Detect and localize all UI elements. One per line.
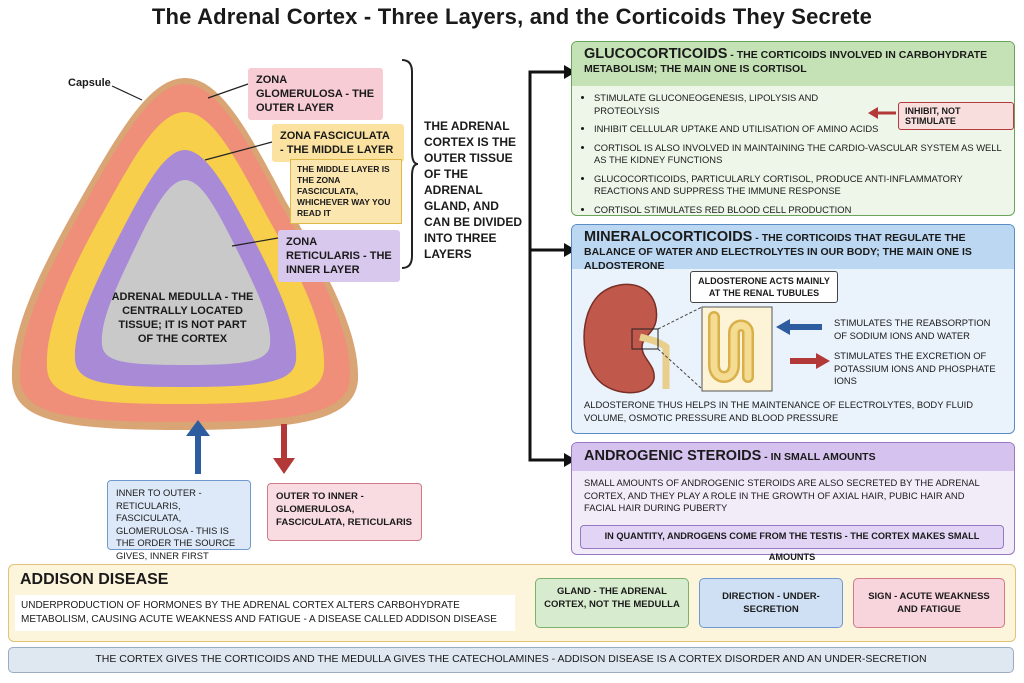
medulla-label: ADRENAL MEDULLA - THE CENTRALLY LOCATED … [111,291,254,345]
addison-panel: ADDISON DISEASE UNDERPRODUCTION OF HORMO… [8,564,1016,642]
tubule-label: ALDOSTERONE ACTS MAINLY AT THE RENAL TUB… [690,271,838,303]
addison-direction-card: DIRECTION - UNDER-SECRETION [699,578,843,628]
connector-arrows [528,65,576,467]
glucocorticoids-subheading: - THE CORTICOIDS INVOLVED IN CARBOHYDRAT… [584,49,988,75]
inhibit-arrow-icon [868,107,896,119]
list-item: STIMULATE GLUCONEOGENESIS, LIPOLYSIS AND… [594,92,884,117]
aldosterone-summary: ALDOSTERONE THUS HELPS IN THE MAINTENANC… [584,399,973,423]
androgenic-text: SMALL AMOUNTS OF ANDROGENIC STEROIDS ARE… [584,477,980,513]
cortex-description: THE ADRENAL CORTEX IS THE OUTER TISSUE O… [424,119,523,261]
mineralocorticoids-subheading: - THE CORTICOIDS THAT REGULATE THE BALAN… [584,232,972,272]
androgenic-subheading: - IN SMALL AMOUNTS [761,451,876,463]
addison-heading: ADDISON DISEASE [20,571,169,588]
addison-gland-card: GLAND - THE ADRENAL CORTEX, NOT THE MEDU… [535,578,689,628]
up-arrow [186,420,210,474]
zona-glomerulosa-label: ZONA GLOMERULOSA - THE OUTER LAYER [248,68,383,120]
excretion-arrow-icon [816,353,830,369]
reabsorption-arrow-icon [776,319,790,335]
mineralocorticoids-header: MINERALOCORTICOIDS - THE CORTICOIDS THAT… [572,225,1014,272]
glucocorticoids-list: STIMULATE GLUCONEOGENESIS, LIPOLYSIS AND… [578,92,1001,222]
down-arrow [273,424,295,474]
glomerulosa-pointer [207,83,249,99]
list-item: INHIBIT CELLULAR UPTAKE AND UTILISATION … [594,123,884,136]
capsule-pointer [111,85,143,101]
list-item: CORTISOL STIMULATES RED BLOOD CELL PRODU… [594,204,884,217]
mineralocorticoids-panel: MINERALOCORTICOIDS - THE CORTICOIDS THAT… [571,224,1015,434]
androgenic-header: ANDROGENIC STEROIDS - IN SMALL AMOUNTS [572,443,1014,471]
androgen-quantity-note: IN QUANTITY, ANDROGENS COME FROM THE TES… [580,525,1004,562]
zona-reticularis-label: ZONA RETICULARIS - THE INNER LAYER [278,230,400,282]
kidney-tubule-illustration [583,283,830,394]
androgenic-heading: ANDROGENIC STEROIDS [584,448,762,464]
page-title: The Adrenal Cortex - Three Layers, and t… [151,4,873,29]
androgenic-panel: ANDROGENIC STEROIDS - IN SMALL AMOUNTS S… [571,442,1015,562]
mineralocorticoids-heading: MINERALOCORTICOIDS [584,229,753,245]
reticularis-pointer [231,237,279,247]
glucocorticoids-header: GLUCOCORTICOIDS - THE CORTICOIDS INVOLVE… [572,42,1014,86]
glucocorticoids-heading: GLUCOCORTICOIDS [584,46,728,62]
inner-to-outer-note: INNER TO OUTER - RETICULARIS, FASCICULAT… [107,480,251,561]
fasciculata-pointer [204,141,273,161]
layers-brace [401,59,419,269]
zona-fasciculata-label: ZONA FASCICULATA - THE MIDDLE LAYER [272,124,404,162]
fasciculata-note: THE MIDDLE LAYER IS THE ZONA FASCICULATA… [290,159,402,224]
addison-sign-card: SIGN - ACUTE WEAKNESS AND FATIGUE [853,578,1005,628]
excretion-text: STIMULATES THE EXCRETION OF POTASSIUM IO… [834,350,996,386]
inhibit-callout: INHIBIT, NOT STIMULATE [898,102,1014,130]
reabsorption-text: STIMULATES THE REABSORPTION OF SODIUM IO… [834,317,991,341]
capsule-label: Capsule [68,77,111,89]
list-item: GLUCOCORTICOIDS, PARTICULARLY CORTISOL, … [594,173,1004,198]
kidney-icon [583,283,658,394]
glucocorticoids-panel: GLUCOCORTICOIDS - THE CORTICOIDS INVOLVE… [571,41,1015,216]
footer-summary: THE CORTEX GIVES THE CORTICOIDS AND THE … [8,647,1014,673]
addison-text: UNDERPRODUCTION OF HORMONES BY THE ADREN… [15,595,515,631]
adrenal-medulla [101,180,271,365]
outer-to-inner-note: OUTER TO INNER - GLOMERULOSA, FASCICULAT… [267,483,422,541]
adrenal-gland-diagram [11,78,359,430]
list-item: CORTISOL IS ALSO INVOLVED IN MAINTAINING… [594,142,1004,167]
